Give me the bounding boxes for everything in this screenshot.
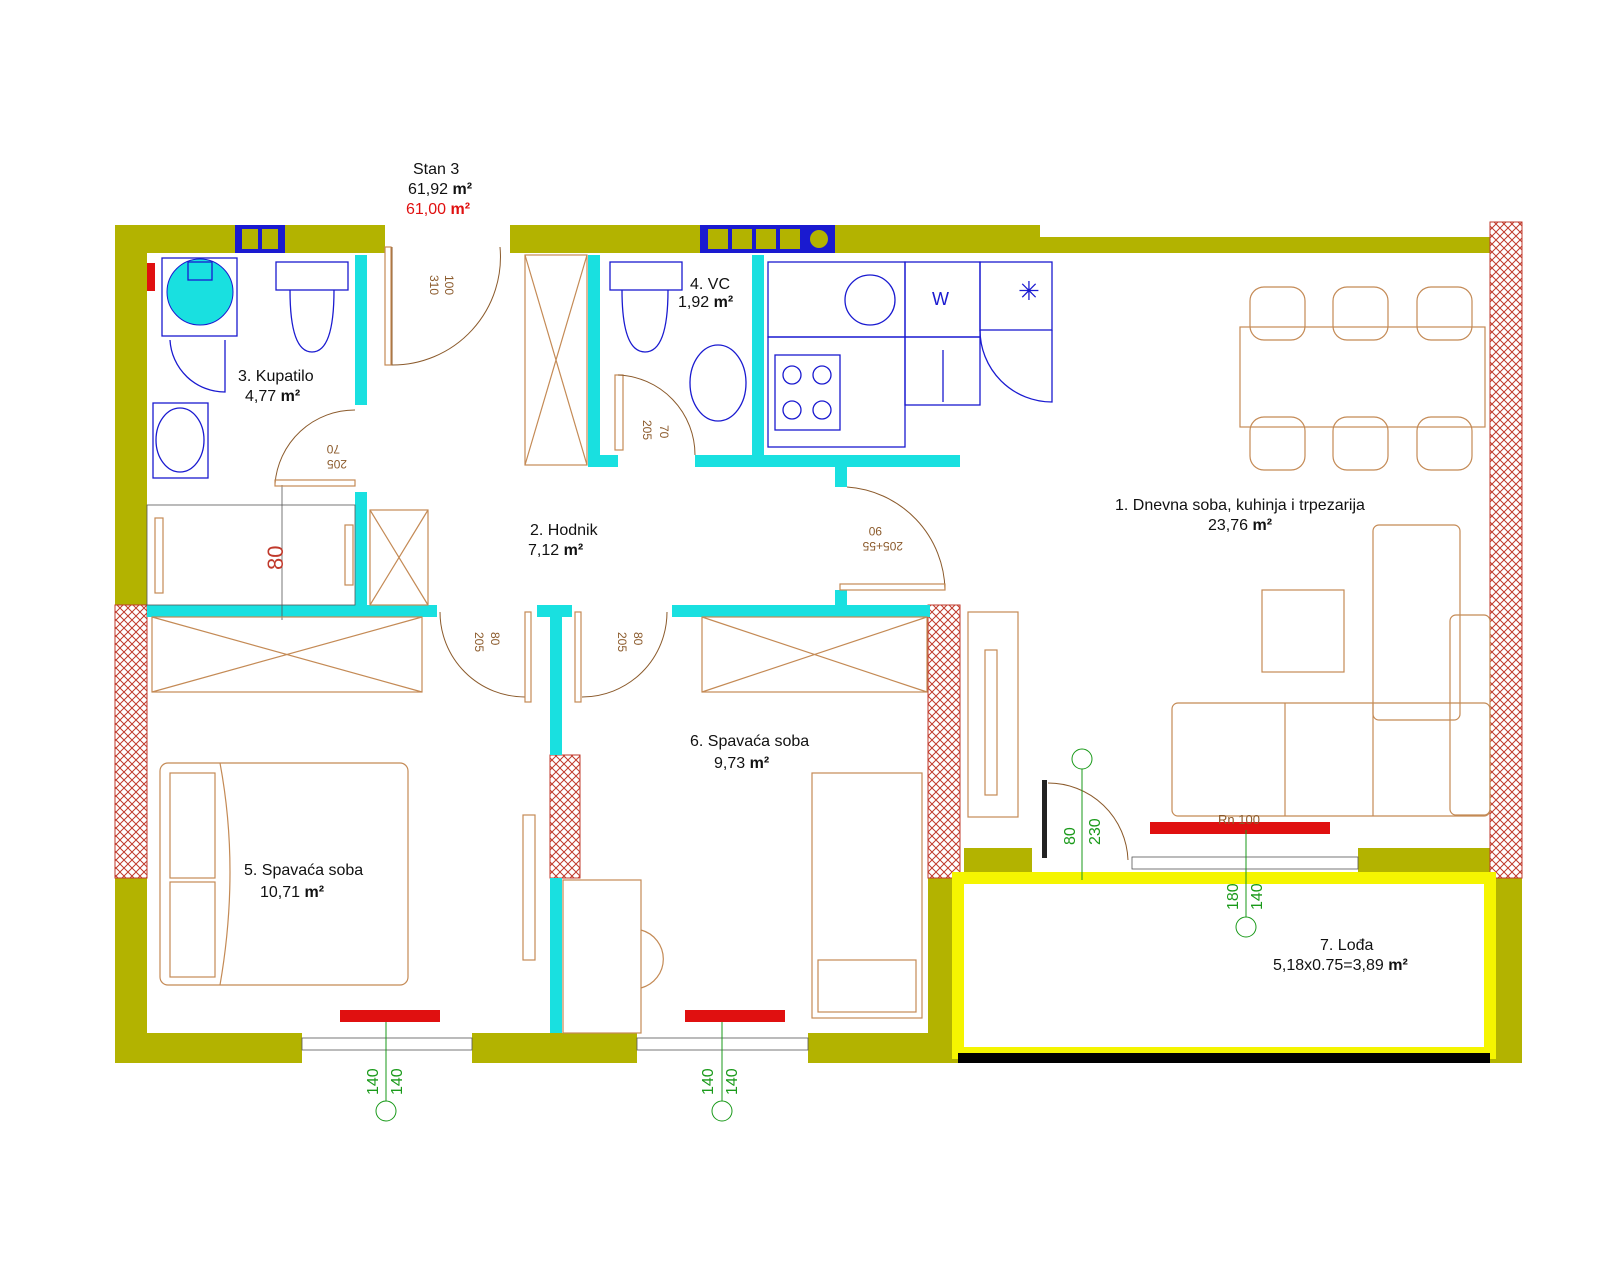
- masonry-hatch: [114, 221, 1523, 879]
- dim-bed2-window-b: 140: [724, 1068, 741, 1095]
- radiators: [340, 822, 1330, 1022]
- bedroom-5-furniture: [159, 762, 536, 986]
- dim-bath-window: 80: [263, 546, 288, 570]
- dimension-markers: [375, 748, 1257, 1122]
- dim-living-b: 205+55: [862, 539, 903, 553]
- kitchen: [767, 261, 1053, 448]
- room-1-area: 23,76 m²: [1208, 517, 1272, 534]
- snowflake-icon: ✳: [1018, 277, 1040, 307]
- loggia: [952, 872, 1496, 1063]
- doors: [274, 246, 1129, 861]
- dim-bed1-window-a: 140: [365, 1068, 382, 1095]
- washer-icon: W: [932, 289, 949, 309]
- bedroom-6-furniture: [562, 772, 923, 1034]
- dim-bed1-b: 80: [488, 632, 502, 646]
- room-6-label: 6. Spavaća soba: [690, 733, 809, 750]
- room-1-label: 1. Dnevna soba, kuhinja i trpezarija: [1115, 497, 1365, 514]
- room-5-area: 10,71 m²: [260, 884, 324, 901]
- dim-bed2-a: 205: [615, 632, 629, 652]
- dining-set: [1239, 286, 1486, 471]
- dim-bed1-a: 205: [472, 632, 486, 652]
- dim-living-a: 90: [868, 524, 882, 538]
- dim-bed2-b: 80: [631, 632, 645, 646]
- dim-wc-b: 70: [657, 425, 671, 439]
- dim-bath-a: 70: [326, 442, 340, 456]
- dim-balcony-b: 230: [1087, 818, 1104, 845]
- room-7-label: 7. Lođa: [1320, 937, 1373, 954]
- bathroom: [146, 257, 356, 620]
- room-2-area: 7,12 m²: [528, 542, 583, 559]
- dim-balcony-a: 80: [1062, 827, 1079, 845]
- apartment-name: Stan 3: [413, 161, 459, 178]
- outer-walls: [115, 225, 1522, 1063]
- room-5-label: 5. Spavaća soba: [244, 862, 363, 879]
- dimension-labels: 310 100 70 205 205 70 90 205+55 205 80 2…: [263, 275, 1266, 1095]
- wardrobes: [151, 254, 928, 693]
- appliance-marks: W ✳: [932, 277, 1040, 309]
- room-3-area: 4,77 m²: [245, 388, 300, 405]
- radiator-note: Rn 100: [1218, 812, 1260, 827]
- living-furniture: [967, 524, 1491, 818]
- apartment-area-net: 61,92 m²: [408, 181, 472, 198]
- room-3-label: 3. Kupatilo: [238, 368, 314, 385]
- apartment-header: Stan 3 61,92 m² 61,00 m²: [406, 161, 472, 218]
- partition-walls: [147, 255, 960, 1033]
- room-2-label: 2. Hodnik: [530, 522, 599, 539]
- dim-living-window-b: 140: [1249, 883, 1266, 910]
- dim-bath-b: 205: [327, 457, 347, 471]
- apartment-area-gross: 61,00 m²: [406, 201, 470, 218]
- dim-living-window-a: 180: [1225, 883, 1242, 910]
- room-4-label: 4. VC: [690, 276, 730, 293]
- sanitary-top: [235, 225, 835, 253]
- dim-entry-a: 310: [427, 275, 441, 295]
- dim-bed1-window-b: 140: [389, 1068, 406, 1095]
- room-6-area: 9,73 m²: [714, 755, 769, 772]
- room-7-area: 5,18x0.75=3,89 m²: [1273, 957, 1408, 974]
- room-labels: 1. Dnevna soba, kuhinja i trpezarija 23,…: [238, 276, 1408, 974]
- dim-entry-b: 100: [442, 275, 456, 295]
- dim-wc-a: 205: [640, 420, 654, 440]
- room-4-area: 1,92 m²: [678, 294, 733, 311]
- dim-bed2-window-a: 140: [700, 1068, 717, 1095]
